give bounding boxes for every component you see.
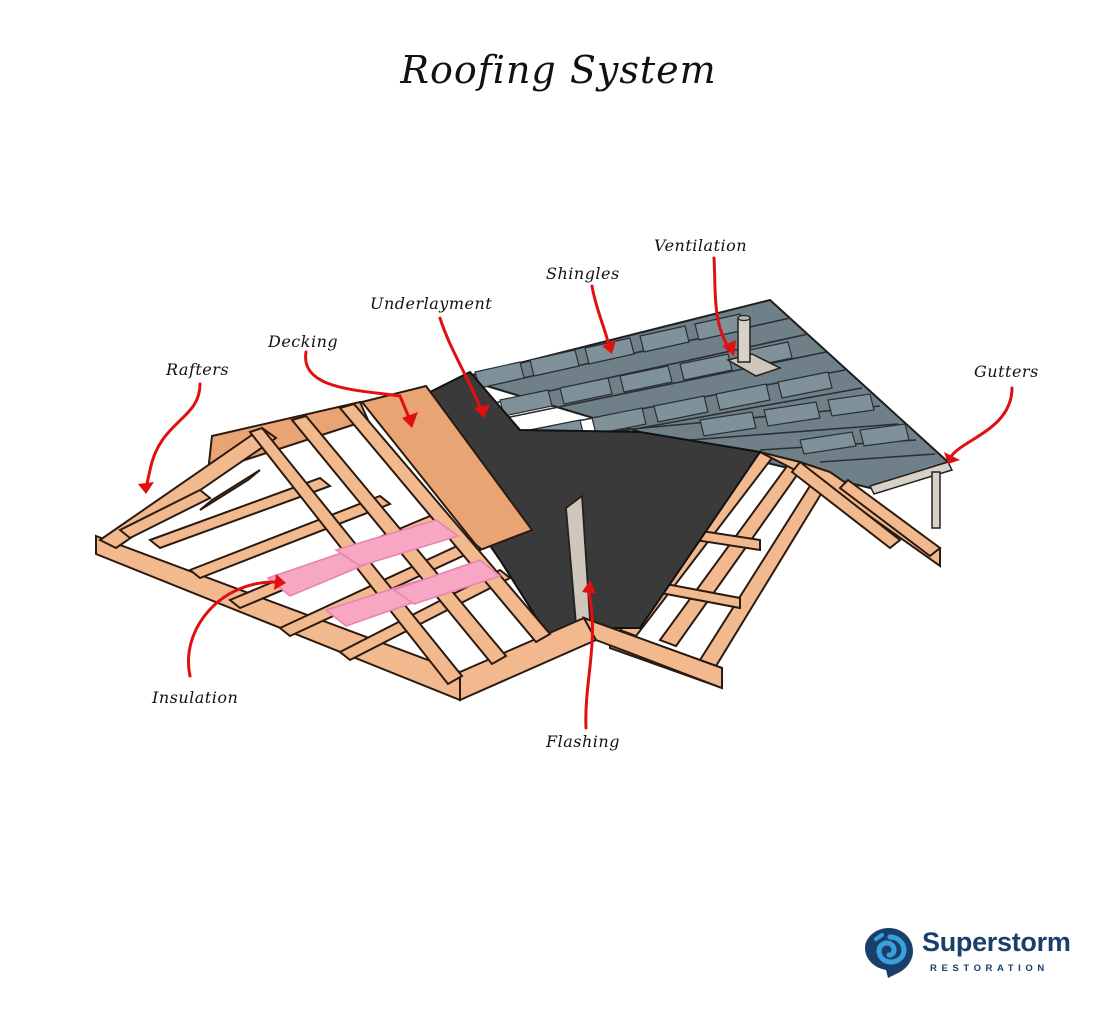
label-shingles: Shingles — [546, 264, 620, 283]
storm-logo-icon — [865, 928, 913, 978]
diagram-title: Roofing System — [400, 48, 717, 92]
label-rafters: Rafters — [166, 360, 230, 379]
label-decking: Decking — [268, 332, 339, 351]
arrow-underlayment — [438, 316, 484, 414]
label-gutters: Gutters — [974, 362, 1039, 381]
brand-tagline: RESTORATION — [930, 963, 1049, 974]
vent-pipe — [726, 314, 782, 377]
label-ventilation: Ventilation — [654, 236, 748, 255]
arrow-insulation — [187, 580, 280, 678]
arrow-flashing — [584, 586, 594, 730]
arrow-rafters — [144, 382, 202, 490]
arrow-gutters — [948, 386, 1014, 460]
gutter — [868, 461, 954, 529]
label-underlayment: Underlayment — [370, 294, 493, 313]
label-flashing: Flashing — [546, 732, 620, 751]
arrow-decking — [304, 350, 412, 422]
arrow-heads — [138, 340, 960, 594]
label-insulation: Insulation — [152, 688, 239, 707]
decking-board — [360, 384, 534, 552]
insulation-batts — [266, 519, 502, 627]
brand-logo: Superstorm RESTORATION — [862, 925, 1077, 981]
arrow-ventilation — [712, 256, 732, 352]
annotation-arrows — [144, 256, 1014, 730]
shingle-roof — [456, 298, 954, 529]
brand-name: Superstorm — [922, 927, 1071, 957]
arrow-shingles — [590, 284, 612, 352]
